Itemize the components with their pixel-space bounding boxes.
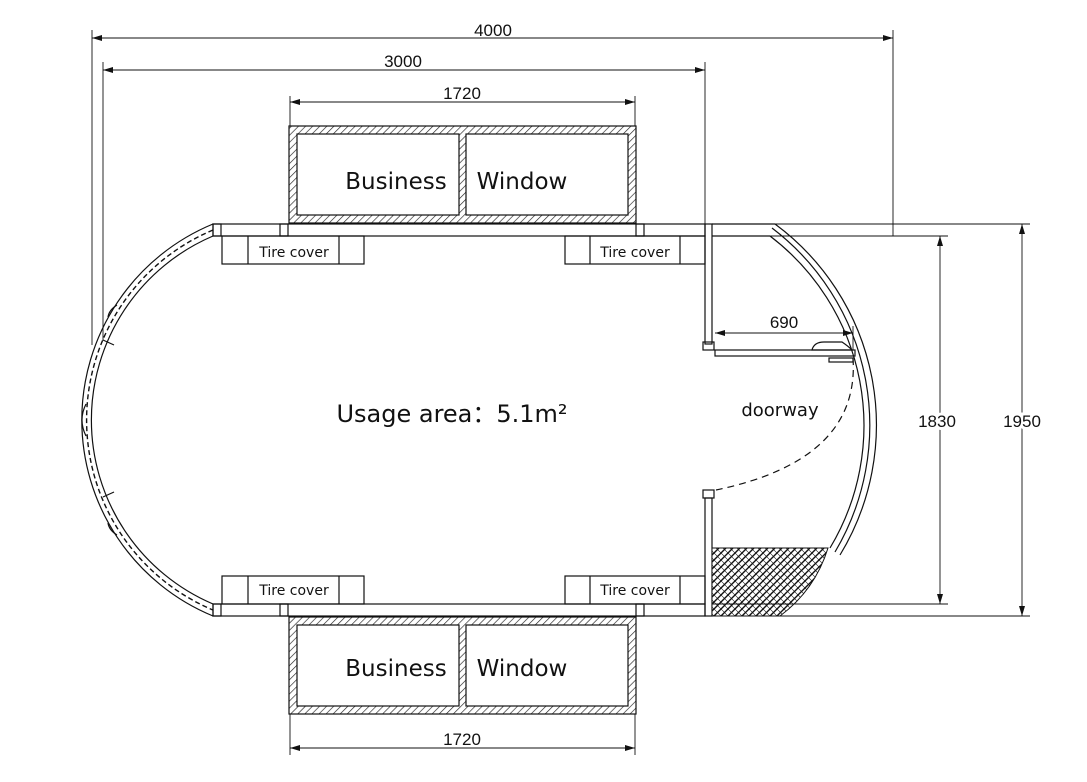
business-label-top: Business xyxy=(345,169,446,195)
dimension-door-width: 690 xyxy=(715,313,854,350)
dimension-overall-width: 1950 xyxy=(712,223,1044,617)
tire-cover-top-right: Tire cover xyxy=(564,235,706,265)
dimension-window-top: 1720 xyxy=(289,84,636,126)
tire-cover-label: Tire cover xyxy=(599,245,670,261)
tire-cover-top-left: Tire cover xyxy=(221,235,365,265)
dimension-overall-length: 4000 xyxy=(91,21,894,345)
dimension-window-bottom: 1720 xyxy=(289,714,636,755)
business-window-top: Business Window xyxy=(288,125,637,224)
dim-label-1720-top: 1720 xyxy=(443,84,481,103)
front-curved-wall xyxy=(81,223,214,617)
dimension-inner-width: 1830 xyxy=(712,235,959,605)
dim-label-3000: 3000 xyxy=(384,52,422,71)
dimension-body-length: 3000 xyxy=(102,52,706,340)
door-section: doorway xyxy=(702,223,877,617)
business-label-bottom: Business xyxy=(345,656,446,682)
tire-cover-label: Tire cover xyxy=(258,245,329,261)
tire-cover-label: Tire cover xyxy=(258,583,329,599)
dim-label-1830: 1830 xyxy=(918,412,956,431)
doorway-label: doorway xyxy=(741,400,819,421)
dim-label-1720-bottom: 1720 xyxy=(443,730,481,749)
dim-label-4000: 4000 xyxy=(474,21,512,40)
window-label-top: Window xyxy=(477,169,568,195)
tire-cover-label: Tire cover xyxy=(599,583,670,599)
window-label-bottom: Window xyxy=(477,656,568,682)
usage-area-label: Usage area：5.1m² xyxy=(336,400,567,428)
tire-cover-bottom-right: Tire cover xyxy=(564,575,706,605)
tire-cover-bottom-left: Tire cover xyxy=(221,575,365,605)
dim-label-1950: 1950 xyxy=(1003,412,1041,431)
business-window-bottom: Business Window xyxy=(288,616,637,715)
dim-label-690: 690 xyxy=(770,313,798,332)
